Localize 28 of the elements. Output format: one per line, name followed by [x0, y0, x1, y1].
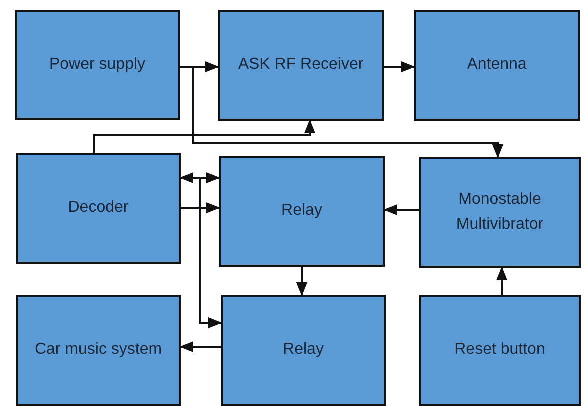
- box-label: Antenna: [466, 55, 528, 76]
- box-label: Relay: [280, 201, 324, 222]
- process-box: [16, 153, 181, 264]
- box-label: ASK RF Receiver: [237, 55, 365, 76]
- arrow: [180, 341, 221, 353]
- box-label: Decoder: [67, 198, 130, 218]
- arrow: [181, 202, 220, 214]
- arrow: [384, 204, 419, 216]
- process-box: [221, 295, 386, 406]
- arrow: [180, 66, 504, 158]
- arrow: [180, 172, 220, 184]
- box-label: Power supply: [48, 54, 147, 75]
- arrow: [199, 178, 222, 329]
- box-label: Monostable Multivibrator: [455, 190, 545, 234]
- process-box: [16, 295, 181, 406]
- arrow: [93, 120, 316, 153]
- arrow: [296, 267, 308, 296]
- box-label: Relay: [282, 340, 325, 360]
- process-box: [419, 157, 581, 268]
- process-box: [419, 295, 581, 406]
- process-box: [219, 156, 385, 267]
- arrow: [384, 61, 416, 73]
- process-box: [414, 10, 580, 121]
- process-box: [15, 10, 180, 120]
- arrow: [496, 266, 508, 295]
- box-label: Reset button: [454, 340, 546, 360]
- box-label: Car music system: [34, 340, 164, 360]
- process-box: [218, 10, 384, 121]
